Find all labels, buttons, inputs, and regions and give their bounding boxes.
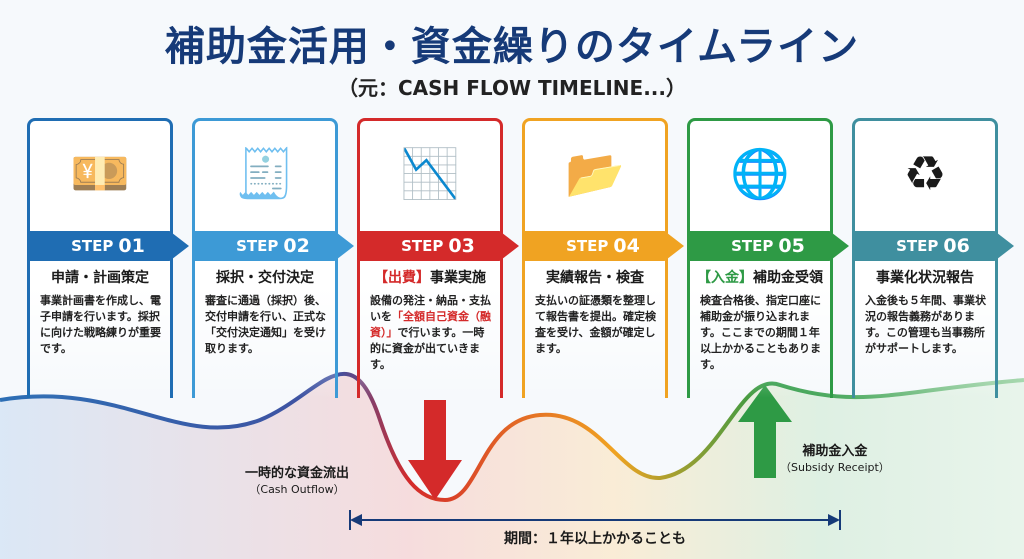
card-body: 事業計画書を作成し、電子申請を行います。採択に向けた戦略練りが重要です。 — [40, 293, 164, 357]
period-arrow — [349, 510, 841, 530]
step-word: STEP — [566, 237, 609, 255]
card-body: 支払いの証憑類を整理して報告書を提出。確定検査を受け、金額が確定します。 — [535, 293, 659, 357]
step-number: 01 — [118, 235, 145, 257]
card-title: 事業化状況報告 — [855, 267, 995, 287]
outflow-label-text: 一時的な資金流出 — [245, 466, 350, 481]
page-title: 補助金活用・資金繰りのタイムライン — [164, 24, 860, 70]
card-body: 審査に通過（採択）後、交付申請を行い、正式な「交付決定通知」を受け取ります。 — [205, 293, 329, 357]
card-body-text: 検査合格後、指定口座に補助金が振り込まれます。ここまでの期間１年以上かかることも… — [700, 294, 821, 371]
card-title-text: 採択・交付決定 — [216, 270, 314, 286]
card-title-tag: 【出費】 — [374, 270, 430, 286]
cycle-chart-icon: ♻ — [903, 146, 947, 202]
globe-money-icon: 🌐 — [730, 146, 790, 202]
card-title-text: 補助金受領 — [753, 270, 823, 286]
outflow-label: 一時的な資金流出 （Cash Outflow） — [245, 462, 349, 497]
card-body: 検査合格後、指定口座に補助金が振り込まれます。ここまでの期間１年以上かかることも… — [700, 293, 824, 373]
step-number: 05 — [778, 235, 805, 257]
card-body: 設備の発注・納品・支払いを「全額自己資金（融資）」で行います。一時的に資金が出て… — [370, 293, 494, 373]
card-title-text: 事業化状況報告 — [876, 270, 974, 286]
page-subtitle: （元：CASH FLOW TIMELINE...） — [337, 76, 686, 100]
card-title: 申請・計画策定 — [30, 267, 170, 287]
receipt-arrow — [738, 385, 792, 478]
outflow-arrow — [408, 400, 462, 500]
outflow-sublabel: （Cash Outflow） — [249, 483, 345, 496]
card-body: 入金後も５年間、事業状況の報告義務があります。この管理も当事務所がサポートします… — [865, 293, 989, 357]
step-word: STEP — [71, 237, 114, 255]
invoice-stamp-icon: 🧾 — [235, 146, 295, 202]
card-body-text: 設備の発注・納品・支払いを — [370, 294, 491, 323]
card-title-text: 実績報告・検査 — [546, 270, 644, 286]
money-stack-icon: 💴 — [70, 146, 130, 202]
card-title: 【入金】補助金受領 — [690, 267, 830, 287]
card-body-highlight: 「全額自己資金（融資）」 — [370, 310, 491, 339]
folder-search-icon: 📂 — [565, 146, 625, 202]
step-number: 03 — [448, 235, 475, 257]
step-number: 02 — [283, 235, 310, 257]
card-body-text: 支払いの証憑類を整理して報告書を提出。確定検査を受け、金額が確定します。 — [535, 294, 656, 355]
step-word: STEP — [401, 237, 444, 255]
step-word: STEP — [731, 237, 774, 255]
card-title-tag: 【入金】 — [697, 270, 753, 286]
step-word: STEP — [236, 237, 279, 255]
card-body-text: で行います。一時的に資金が出ていきます。 — [370, 326, 485, 371]
step-word: STEP — [896, 237, 939, 255]
card-title-text: 申請・計画策定 — [51, 270, 149, 286]
card-title: 実績報告・検査 — [525, 267, 665, 287]
receipt-label-text: 補助金入金 — [802, 444, 868, 459]
card-title: 【出費】事業実施 — [360, 267, 500, 287]
card-title-text: 事業実施 — [430, 270, 486, 286]
receipt-label: 補助金入金 （Subsidy Receipt） — [780, 440, 890, 475]
declining-chart-icon: 📉 — [400, 146, 460, 202]
receipt-sublabel: （Subsidy Receipt） — [780, 461, 890, 474]
card-body-text: 事業計画書を作成し、電子申請を行います。採択に向けた戦略練りが重要です。 — [40, 294, 161, 355]
card-title: 採択・交付決定 — [195, 267, 335, 287]
card-body-text: 入金後も５年間、事業状況の報告義務があります。この管理も当事務所がサポートします… — [865, 294, 986, 355]
step-number: 04 — [613, 235, 640, 257]
step-number: 06 — [943, 235, 970, 257]
card-body-text: 審査に通過（採択）後、交付申請を行い、正式な「交付決定通知」を受け取ります。 — [205, 294, 326, 355]
period-label: 期間：１年以上かかることも — [504, 531, 686, 547]
